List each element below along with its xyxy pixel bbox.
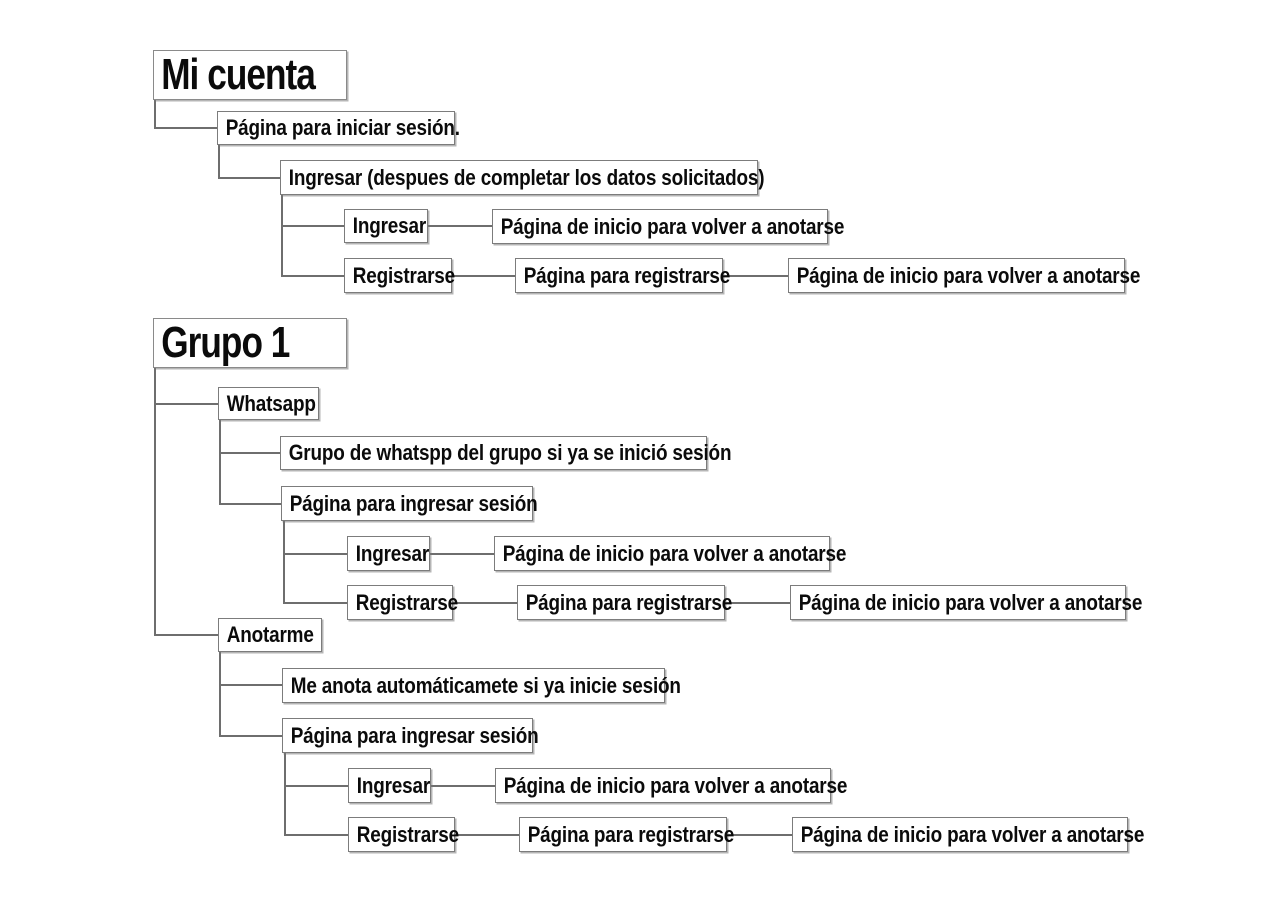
connector-vertical (284, 753, 286, 836)
node-registrarse-resultado[interactable]: Página de inicio para volver a anotarse (788, 258, 1140, 293)
node-label: Página de inicio para volver a anotarse (800, 821, 1145, 847)
connector-vertical (281, 195, 283, 277)
section-heading-label: Mi cuenta (161, 50, 316, 99)
node-anotarme-ingresar[interactable]: Ingresar (348, 768, 431, 803)
node-registrarse[interactable]: Registrarse (344, 258, 455, 293)
connector-horizontal (281, 225, 345, 227)
connector-horizontal (219, 684, 282, 686)
connector-vertical (219, 420, 221, 504)
connector-horizontal (725, 602, 791, 604)
connector-horizontal (455, 834, 519, 836)
node-whatsapp-registrarse-resultado[interactable]: Página de inicio para volver a anotarse (790, 585, 1142, 620)
node-anotarme-ingresar-resultado[interactable]: Página de inicio para volver a anotarse (495, 768, 847, 803)
connector-horizontal (284, 834, 348, 836)
node-me-anota-automaticamente[interactable]: Me anota automáticamete si ya inicie ses… (282, 668, 681, 703)
connector-vertical (154, 368, 156, 636)
connector-horizontal (281, 275, 345, 277)
connector-vertical (219, 652, 221, 736)
connector-horizontal (283, 553, 347, 555)
node-label: Anotarme (226, 622, 314, 647)
node-whatsapp-ingresar[interactable]: Ingresar (347, 536, 430, 571)
connector-horizontal (452, 275, 516, 277)
node-anotarme[interactable]: Anotarme (218, 618, 322, 652)
connector-horizontal (453, 602, 517, 604)
node-label: Ingresar (352, 213, 427, 238)
node-label: Whatsapp (226, 390, 316, 416)
connector-horizontal (219, 503, 282, 505)
connector-horizontal (154, 403, 219, 405)
node-ingresar-resultado[interactable]: Página de inicio para volver a anotarse (492, 209, 844, 244)
node-grupo-whatsapp-sesion-iniciada[interactable]: Grupo de whatspp del grupo si ya se inic… (280, 436, 732, 470)
connector-horizontal (218, 177, 281, 179)
node-label: Registrarse (356, 821, 459, 847)
node-ingresar[interactable]: Ingresar (344, 209, 428, 243)
connector-vertical (218, 145, 220, 178)
connector-horizontal (283, 602, 347, 604)
node-label: Página para ingresar sesión (290, 722, 539, 748)
section-heading-grupo-1[interactable]: Grupo 1 (153, 318, 347, 368)
connector-vertical (283, 521, 285, 604)
node-label: Página de inicio para volver a anotarse (796, 262, 1141, 288)
connector-horizontal (727, 834, 793, 836)
node-pagina-registrarse[interactable]: Página para registrarse (515, 258, 730, 293)
node-whatsapp-pagina-registrarse[interactable]: Página para registrarse (517, 585, 732, 620)
node-anotarme-pagina-registrarse[interactable]: Página para registrarse (519, 817, 734, 852)
node-label: Página de inicio para volver a anotarse (502, 540, 847, 566)
node-whatsapp-registrarse[interactable]: Registrarse (347, 585, 458, 620)
node-label: Página para ingresar sesión (289, 490, 538, 516)
connector-horizontal (284, 785, 348, 787)
node-label: Página para iniciar sesión. (225, 115, 460, 140)
connector-horizontal (431, 785, 496, 787)
connector-horizontal (219, 735, 282, 737)
node-label: Me anota automáticamete si ya inicie ses… (290, 672, 681, 698)
node-label: Página de inicio para volver a anotarse (798, 589, 1143, 615)
node-label: Ingresar (despues de completar los datos… (288, 164, 765, 190)
node-whatsapp[interactable]: Whatsapp (218, 387, 319, 420)
node-label: Página para registrarse (523, 262, 731, 288)
node-anotarme-pagina-ingresar-sesion[interactable]: Página para ingresar sesión (282, 718, 539, 753)
connector-horizontal (219, 452, 281, 454)
connector-horizontal (428, 225, 493, 227)
node-label: Ingresar (355, 540, 430, 566)
node-label: Página de inicio para volver a anotarse (503, 772, 848, 798)
node-ingresar-datos-solicitados[interactable]: Ingresar (despues de completar los datos… (280, 160, 764, 195)
connector-horizontal (154, 127, 218, 129)
node-anotarme-registrarse[interactable]: Registrarse (348, 817, 459, 852)
node-label: Registrarse (355, 589, 458, 615)
node-label: Registrarse (352, 262, 455, 288)
node-label: Página para registrarse (525, 589, 733, 615)
node-pagina-iniciar-sesion[interactable]: Página para iniciar sesión. (217, 111, 460, 145)
node-whatsapp-pagina-ingresar-sesion[interactable]: Página para ingresar sesión (281, 486, 538, 521)
connector-vertical (154, 100, 156, 128)
node-anotarme-registrarse-resultado[interactable]: Página de inicio para volver a anotarse (792, 817, 1144, 852)
connector-horizontal (430, 553, 495, 555)
node-label: Página de inicio para volver a anotarse (500, 213, 845, 239)
node-label: Ingresar (356, 772, 431, 798)
section-heading-mi-cuenta[interactable]: Mi cuenta (153, 50, 347, 100)
connector-horizontal (154, 634, 219, 636)
connector-horizontal (723, 275, 789, 277)
node-whatsapp-ingresar-resultado[interactable]: Página de inicio para volver a anotarse (494, 536, 846, 571)
section-heading-label: Grupo 1 (161, 318, 290, 367)
node-label: Página para registrarse (527, 821, 735, 847)
node-label: Grupo de whatspp del grupo si ya se inic… (288, 440, 732, 465)
